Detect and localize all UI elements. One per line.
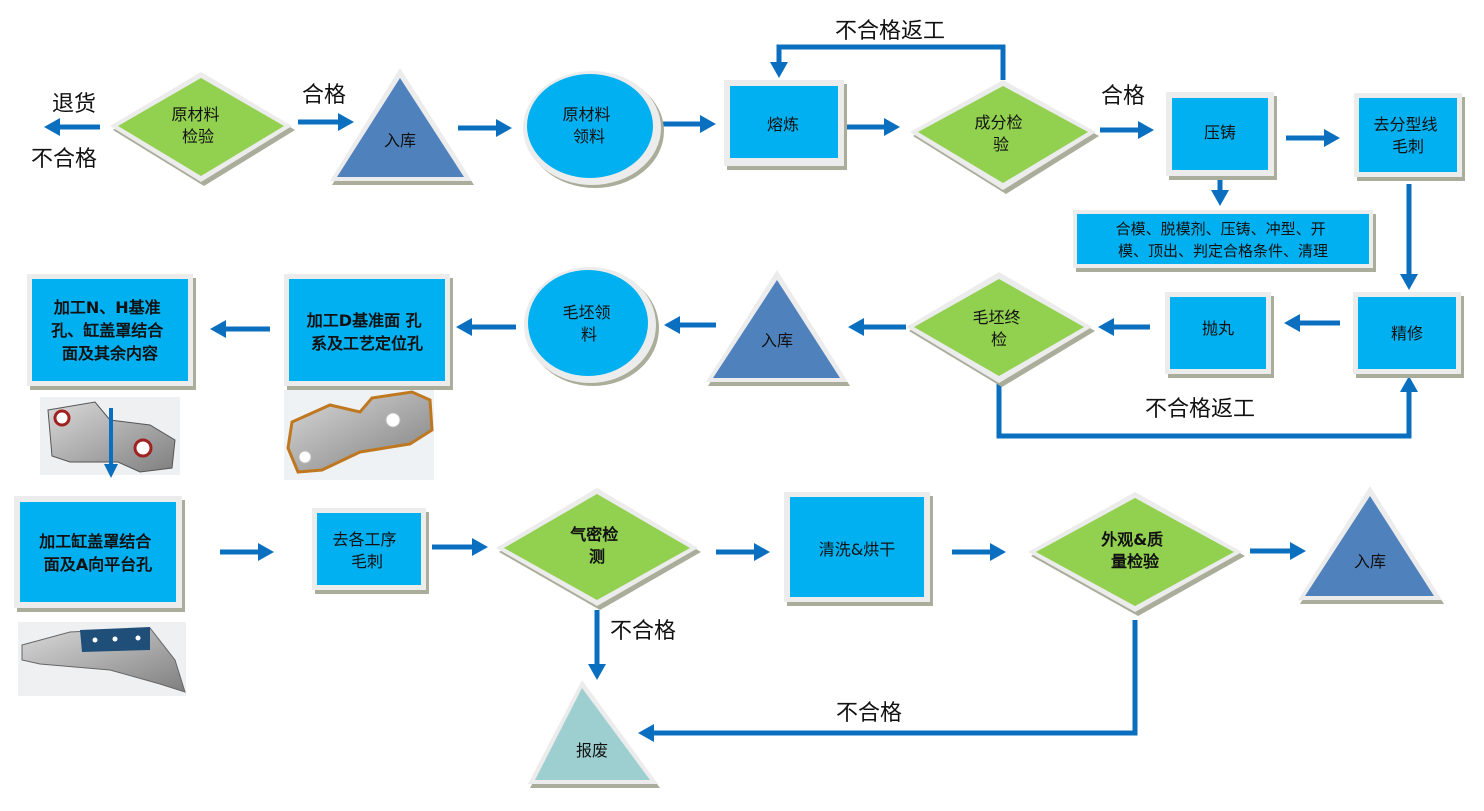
arrow-blank-pick-to-machine-d: [456, 318, 516, 336]
edge-label-return-goods: 退货: [52, 92, 96, 117]
arrow-wash-to-visual-quality: [952, 543, 1006, 561]
node-air-tightness-test[interactable]: [496, 488, 701, 610]
label-comp-inspect: 成分检 验: [974, 113, 1027, 154]
arrow-machine-cover-to-deburr: [220, 543, 274, 561]
arrow-finish-to-shot-blast: [1284, 314, 1340, 332]
label-raw-inspect: 原材料 检验: [171, 105, 224, 146]
label-die-cast-steps: 合模、脱模剂、压铸、冲型、开 模、顶出、判定合格条件、清理: [1116, 220, 1331, 260]
node-blank-pick[interactable]: [524, 267, 659, 386]
label-deburr-all: 去各工序 毛刺: [332, 530, 401, 571]
edge-label-air-fail: 不合格: [610, 619, 676, 644]
edges: [44, 44, 1418, 742]
arrow-store2-to-blank-pick: [664, 316, 716, 334]
arrow-air-tight-to-wash: [716, 543, 770, 561]
edge-label-quality-fail: 不合格: [836, 701, 902, 726]
edge-label-comp-rework: 不合格返工: [835, 19, 945, 44]
edge-label-raw-pass: 合格: [302, 83, 346, 108]
edge-label-raw-fail: 不合格: [31, 147, 97, 172]
arrow-die-cast-to-deflash: [1286, 129, 1340, 147]
label-blank-pick: 毛坯领 料: [562, 303, 615, 344]
label-store1: 入库: [384, 131, 416, 150]
arrow-store1-to-raw-pick: [458, 119, 512, 137]
node-die-casting-steps[interactable]: [1073, 210, 1376, 272]
edge-label-blank-rework: 不合格返工: [1145, 397, 1255, 422]
node-machining-d-datum[interactable]: [284, 274, 453, 390]
arrow-comp-inspect-to-die-cast: [1100, 121, 1154, 139]
arrow-deflash-to-finish: [1400, 184, 1418, 290]
node-machining-cover-face[interactable]: [14, 496, 185, 612]
label-wash-dry: 清洗&烘干: [819, 540, 895, 559]
label-store3: 入库: [1354, 552, 1386, 571]
node-blank-final-inspection[interactable]: [906, 272, 1095, 387]
arrow-blank-rework-loop: [996, 376, 1418, 439]
node-raw-material-inspection[interactable]: [110, 72, 295, 186]
arrow-shot-blast-to-blank-final: [1098, 318, 1150, 336]
node-scrap[interactable]: [528, 680, 660, 788]
node-composition-inspection[interactable]: [910, 80, 1099, 194]
label-scrap: 报废: [576, 741, 608, 760]
label-shot-blast: 抛丸: [1202, 319, 1234, 338]
node-smelting[interactable]: [724, 80, 847, 170]
label-machine-cover: 加工缸盖罩结合 面及A向平台孔: [38, 532, 157, 574]
arrow-visual-quality-to-scrap: [638, 620, 1138, 742]
label-raw-pick: 原材料 领料: [562, 105, 615, 146]
label-smelt: 熔炼: [767, 115, 799, 134]
arrow-visual-quality-to-store3: [1250, 542, 1306, 560]
part-image-cover-face: [18, 622, 186, 696]
node-finishing[interactable]: [1353, 292, 1464, 378]
arrow-raw-inspect-to-return: [44, 118, 100, 136]
part-image-d-datum: [284, 390, 434, 480]
label-store2: 入库: [761, 331, 793, 350]
label-die-cast: 压铸: [1204, 123, 1236, 142]
node-machining-nh-datum[interactable]: [27, 274, 196, 390]
edge-label-comp-pass: 合格: [1101, 84, 1145, 109]
label-blank-final: 毛坯终 检: [972, 308, 1025, 349]
node-deburr-all[interactable]: [312, 508, 429, 594]
node-store-2[interactable]: [706, 270, 850, 386]
arrow-raw-inspect-to-store1: [298, 113, 354, 131]
label-machine-d: 加工D基准面 孔 系及工艺定位孔: [306, 311, 427, 353]
arrow-deburr-to-air-tight: [432, 538, 488, 556]
part-image-nh-datum: [40, 397, 180, 478]
arrow-machine-d-to-machine-nh: [210, 320, 270, 338]
label-visual-quality: 外观&质 量检验: [1100, 530, 1169, 571]
node-die-casting[interactable]: [1166, 92, 1277, 180]
arrow-smelt-to-comp-inspect: [846, 118, 900, 136]
label-machine-nh: 加工N、H基准 孔、缸盖罩结合 面及其余内容: [51, 298, 169, 363]
node-store-1[interactable]: [330, 68, 474, 185]
arrow-air-tight-to-scrap: [588, 610, 606, 680]
label-air-tight: 气密检 测: [569, 525, 624, 566]
arrow-comp-rework-loop: [770, 44, 1006, 80]
node-labels: 原材料 检验 入库 原材料 领料 熔炼 成分检 验 压铸 合模、脱模剂、压铸、冲…: [38, 105, 1442, 760]
label-deflash: 去分型线 毛刺: [1373, 115, 1442, 156]
node-raw-material-pick[interactable]: [523, 71, 664, 188]
label-finish: 精修: [1391, 324, 1423, 343]
node-wash-dry[interactable]: [784, 492, 933, 606]
node-visual-quality-inspection[interactable]: [1028, 492, 1245, 616]
node-deflash-parting-line[interactable]: [1354, 93, 1465, 181]
node-store-3[interactable]: [1298, 486, 1444, 604]
arrow-blank-final-to-store2: [848, 318, 906, 336]
node-shot-blasting[interactable]: [1165, 292, 1274, 378]
edge-labels: 退货 不合格 合格 不合格返工 合格 不合格返工 不合格 不合格: [31, 19, 1255, 726]
